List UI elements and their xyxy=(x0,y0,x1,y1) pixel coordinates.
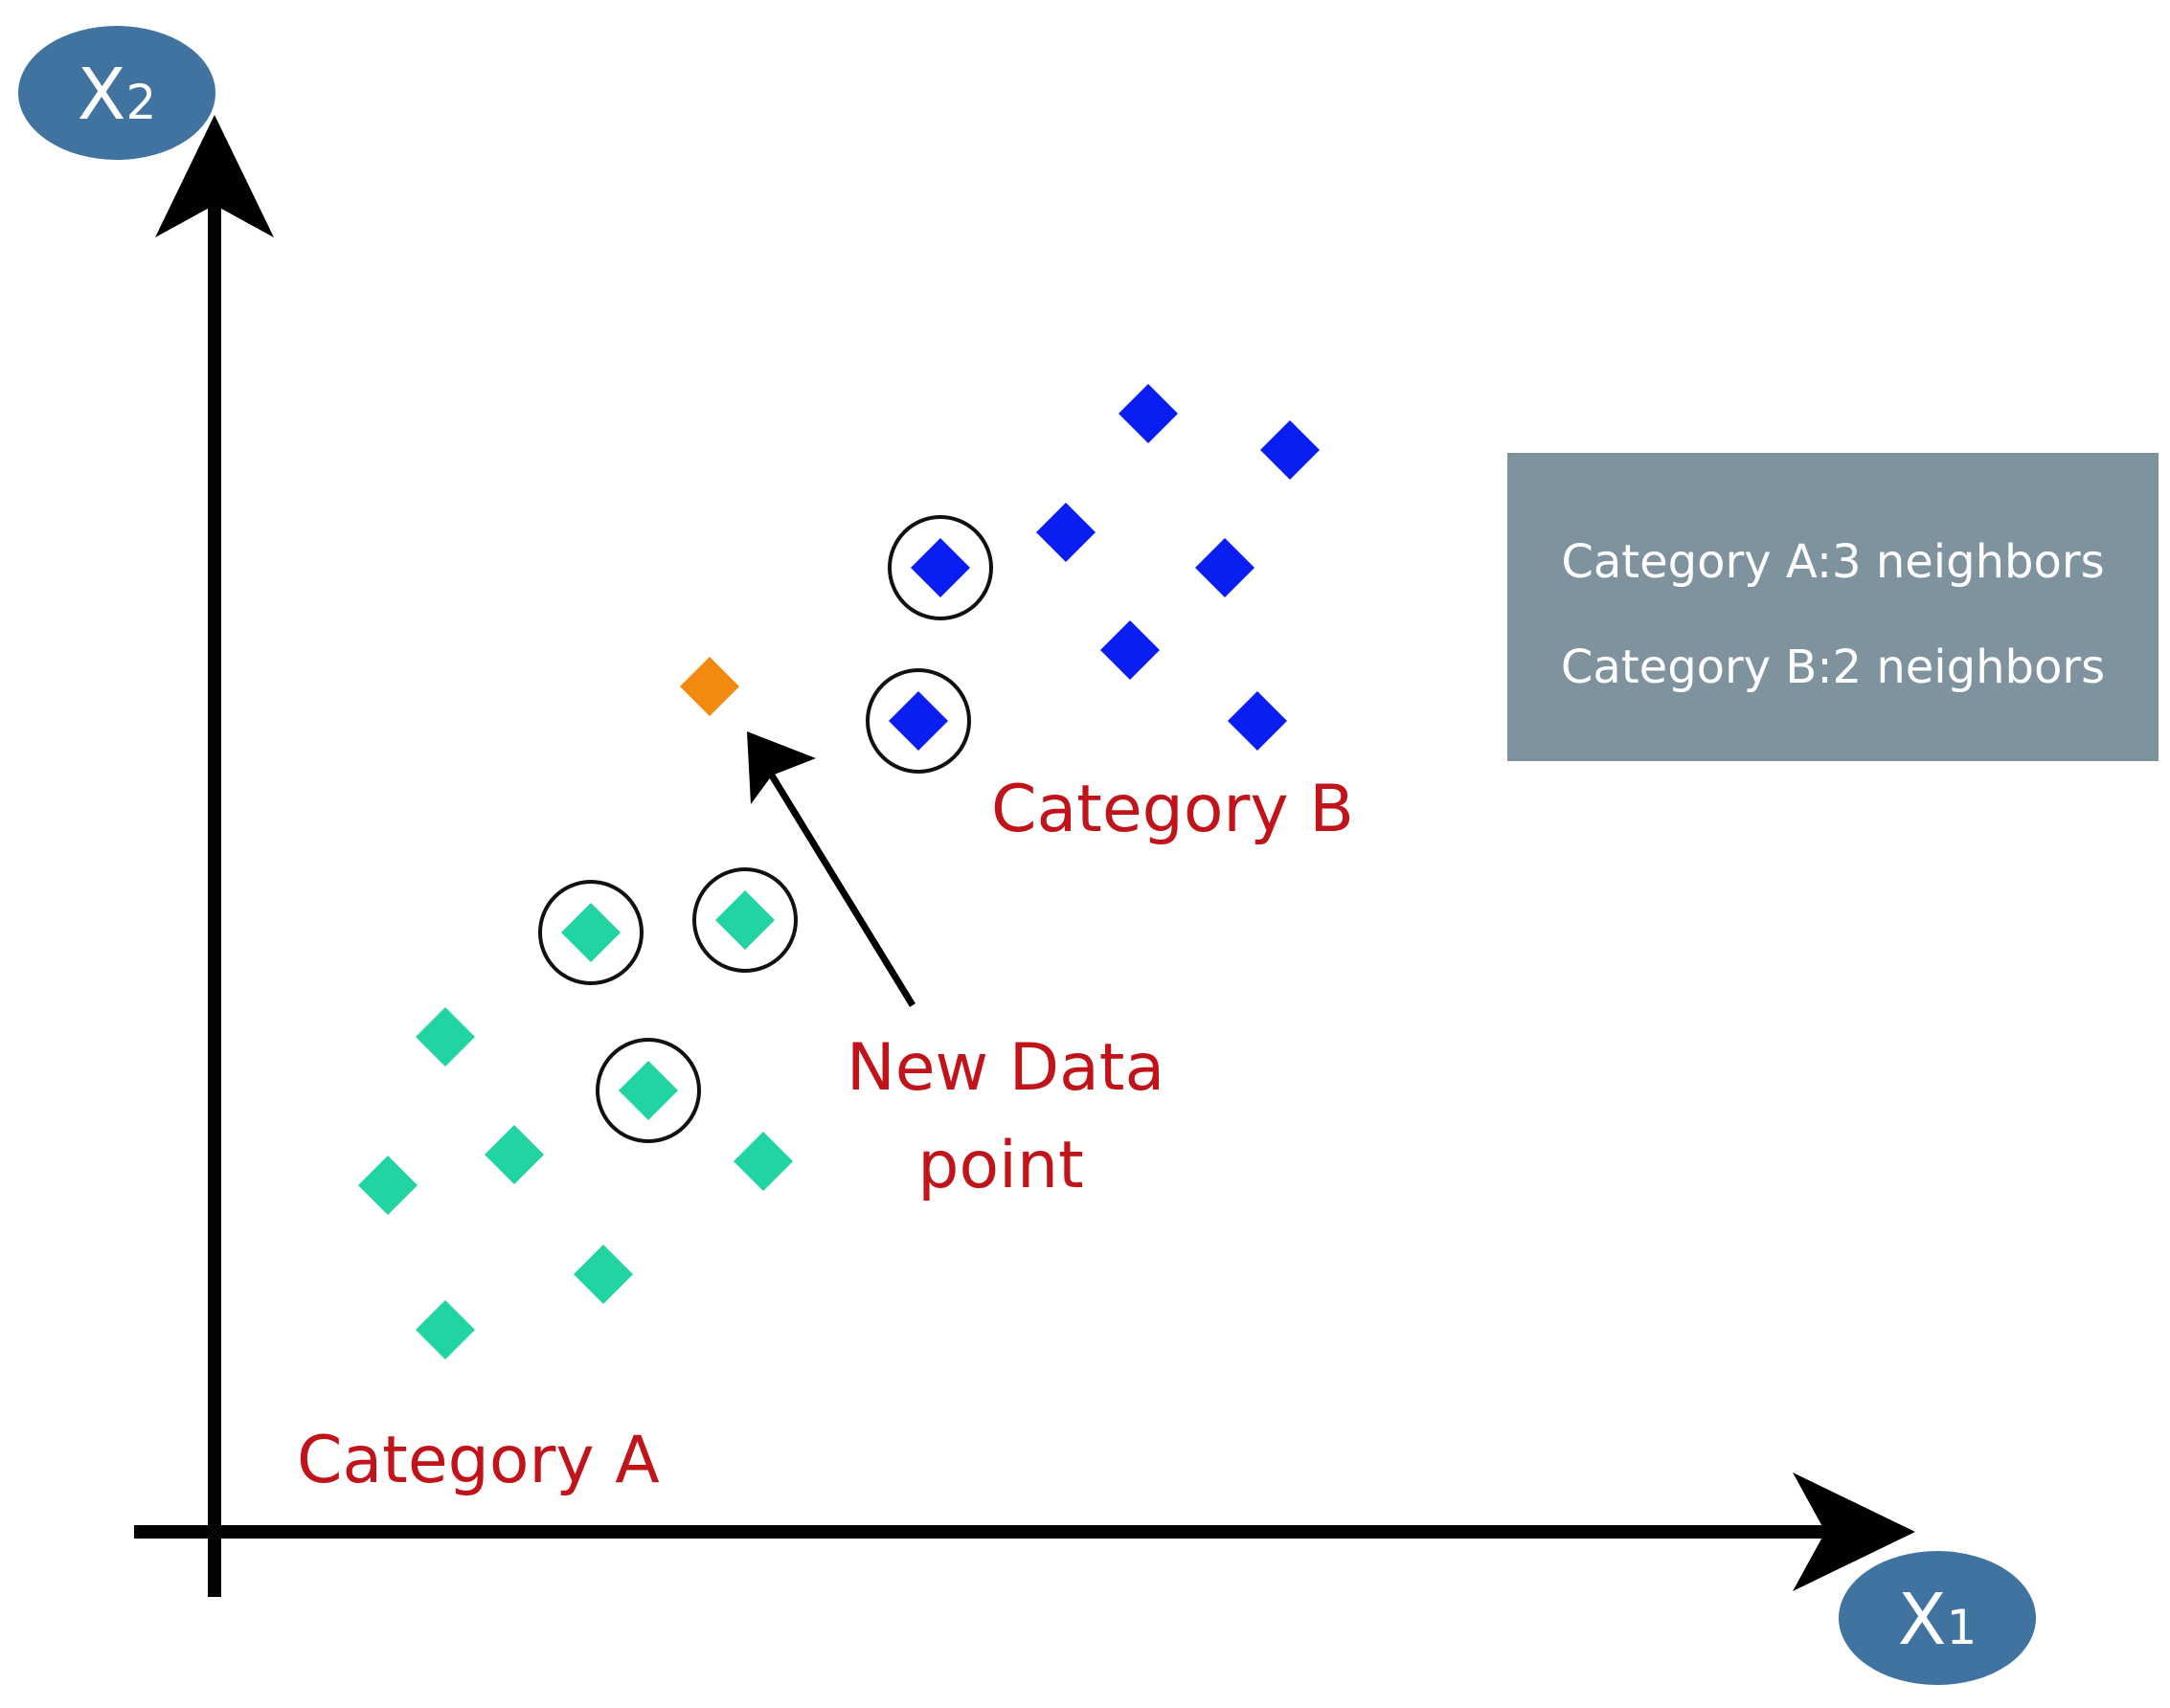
new-point-arrow xyxy=(747,731,915,1007)
category-a-point xyxy=(734,1132,793,1191)
x-axis-badge-label: X1 xyxy=(1898,1579,1978,1661)
y-axis-badge-label: X2 xyxy=(78,54,157,136)
y-axis xyxy=(155,115,274,1597)
new-point-arrow-shaft xyxy=(769,774,915,1007)
legend-line-category-b: Category B:2 neighbors xyxy=(1561,640,2105,694)
neighbor-count-legend: Category A:3 neighbors Category B:2 neig… xyxy=(1507,453,2159,761)
new-data-point-label-line2: point xyxy=(917,1128,1083,1203)
legend-line-category-a: Category A:3 neighbors xyxy=(1561,535,2104,589)
category-b-label: Category B xyxy=(991,772,1354,847)
legend-background xyxy=(1507,453,2159,761)
category-b-point xyxy=(1228,691,1287,751)
y-axis-arrowhead xyxy=(155,115,274,237)
category-b-neighbor-point xyxy=(889,691,948,751)
category-b-neighbor-point xyxy=(911,538,970,597)
category-b-point xyxy=(1195,538,1255,597)
category-a-neighbor-point xyxy=(715,890,775,950)
neighbor-circle xyxy=(866,668,971,774)
neighbor-circles xyxy=(538,515,993,1143)
neighbor-circle xyxy=(692,867,798,973)
category-b-point xyxy=(1119,384,1178,443)
y-axis-badge-shape xyxy=(18,26,215,160)
new-data-point-label-line1: New Data xyxy=(847,1030,1164,1106)
new-point-arrowhead xyxy=(747,731,816,804)
x-axis-arrowhead xyxy=(1793,1472,1915,1591)
x-axis-badge-shape xyxy=(1839,1551,2036,1685)
x-axis-badge: X1 xyxy=(1839,1551,2036,1685)
category-b-point xyxy=(1260,420,1320,480)
category-a-point xyxy=(416,1300,475,1360)
category-a-points xyxy=(358,890,793,1360)
new-data-point xyxy=(680,657,739,716)
neighbor-circle xyxy=(538,880,644,985)
category-a-point xyxy=(574,1245,633,1304)
category-a-label: Category A xyxy=(297,1423,660,1498)
y-axis-badge: X2 xyxy=(18,26,215,160)
category-a-point xyxy=(416,1007,475,1067)
category-b-point xyxy=(1036,503,1096,562)
neighbor-circle xyxy=(596,1038,701,1143)
category-b-points xyxy=(889,384,1320,751)
category-b-point xyxy=(1100,620,1160,680)
category-a-neighbor-point xyxy=(561,903,621,962)
neighbor-circle xyxy=(888,515,993,620)
category-a-neighbor-point xyxy=(619,1061,678,1120)
category-a-point xyxy=(358,1156,418,1215)
category-a-point xyxy=(485,1125,544,1184)
x-axis xyxy=(134,1472,1915,1591)
